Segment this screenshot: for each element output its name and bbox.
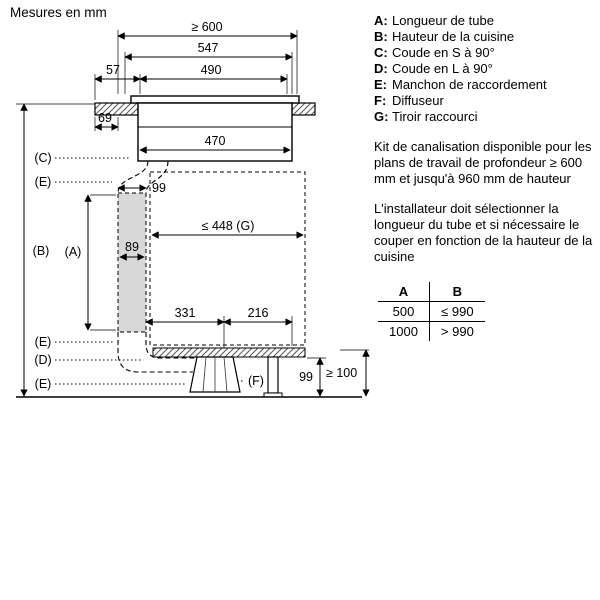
label-sleeve-e-mid: (E) <box>35 335 52 349</box>
label-sleeve-e-bottom: (E) <box>35 377 52 391</box>
legend-label: Diffuseur <box>392 93 444 108</box>
dim-490: 490 <box>201 63 222 77</box>
dimension-values: ≥ 600 547 57 490 69 470 99 ≤ 448 (G) 89 … <box>98 20 357 384</box>
legend-item: B: Hauteur de la cuisine <box>374 29 596 45</box>
legend-key: D: <box>374 61 388 76</box>
dim-plinth-gap: 99 <box>299 370 313 384</box>
tube-duct <box>117 192 147 333</box>
l-bend-outer <box>117 332 193 373</box>
legend-item: C: Coude en S à 90° <box>374 45 596 61</box>
label-diffuser-f: (F) <box>248 374 264 388</box>
table-header-b: B <box>429 282 485 302</box>
legend-key: A: <box>374 13 388 28</box>
hob-body <box>137 102 293 162</box>
page-title: Mesures en mm <box>10 5 107 20</box>
dim-duct-width: 99 <box>152 181 166 195</box>
label-tube-length-a: (A) <box>65 245 82 259</box>
legend-label: Manchon de raccordement <box>392 77 547 92</box>
legend-label: Longueur de tube <box>392 13 494 28</box>
dimension-lines <box>20 32 370 397</box>
note-installer: L'installateur doit sélectionner la long… <box>374 201 593 264</box>
legend-key: F: <box>374 93 387 108</box>
table-header-row: A B <box>378 282 485 302</box>
label-kitchen-height-b: (B) <box>33 244 50 258</box>
cabinet-bottom-panel <box>152 347 306 358</box>
diffuser-fin <box>223 356 228 393</box>
dashed-duct-parts <box>117 160 306 373</box>
tube-length-table: A B 500 ≤ 990 1000 > 990 <box>378 282 485 341</box>
legend-label: Tiroir raccourci <box>392 109 478 124</box>
dim-216: 216 <box>248 306 269 320</box>
cabinet-leg <box>267 356 279 394</box>
legend-label: Hauteur de la cuisine <box>392 29 515 44</box>
dim-drawer-g: ≤ 448 (G) <box>202 219 255 233</box>
legend-key: C: <box>374 45 388 60</box>
legend-key: E: <box>374 77 387 92</box>
diagram-svg: ≥ 600 547 57 490 69 470 99 ≤ 448 (G) 89 … <box>16 20 370 398</box>
table-row: 1000 > 990 <box>378 321 485 341</box>
l-bend-inner <box>145 332 197 359</box>
component-labels: (A) (B) (C) (E) (E) (D) (E) (F) <box>33 151 264 391</box>
dim-worktop-depth: ≥ 600 <box>191 20 222 34</box>
shortened-drawer-outline <box>149 171 306 346</box>
dim-470: 470 <box>205 134 226 148</box>
dim-tube-width: 89 <box>125 240 139 254</box>
table-cell-b: > 990 <box>440 324 474 339</box>
legend-key: G: <box>374 109 389 124</box>
legend-item: A: Longueur de tube <box>374 13 596 29</box>
label-sleeve-e-top: (E) <box>35 175 52 189</box>
worktop-back-section <box>291 102 316 116</box>
label-l-bend-d: (D) <box>34 353 51 367</box>
cabinet-structure <box>16 95 362 398</box>
s-bend-right-wall <box>145 160 169 194</box>
table-cell-a: 1000 <box>378 321 430 341</box>
dim-57: 57 <box>106 63 120 77</box>
legend-key: B: <box>374 29 388 44</box>
legend-item: F: Diffuseur <box>374 93 596 109</box>
legend-item: E: Manchon de raccordement <box>374 77 596 93</box>
note-duct-kit: Kit de canalisation disponible pour les … <box>374 139 592 186</box>
diffuser-fin <box>202 356 207 393</box>
legend: A: Longueur de tube B: Hauteur de la cui… <box>374 13 596 125</box>
dim-69: 69 <box>98 111 112 125</box>
table-cell-b: ≤ 990 <box>429 301 485 322</box>
dim-547: 547 <box>198 41 219 55</box>
info-panel: A: Longueur de tube B: Hauteur de la cui… <box>374 13 596 341</box>
legend-label: Coude en L à 90° <box>392 61 493 76</box>
installation-diagram: ≥ 600 547 57 490 69 470 99 ≤ 448 (G) 89 … <box>0 0 372 424</box>
table-header-a: A <box>378 282 430 302</box>
hob-top-plate <box>130 95 300 104</box>
legend-item: D: Coude en L à 90° <box>374 61 596 77</box>
dim-plinth-min: ≥ 100 <box>326 366 357 380</box>
dim-331: 331 <box>175 306 196 320</box>
legend-item: G: Tiroir raccourci <box>374 109 596 125</box>
table-row: 500 ≤ 990 <box>378 301 485 322</box>
label-s-bend-c: (C) <box>34 151 51 165</box>
table-cell-a: 500 <box>378 301 430 322</box>
legend-label: Coude en S à 90° <box>392 45 495 60</box>
